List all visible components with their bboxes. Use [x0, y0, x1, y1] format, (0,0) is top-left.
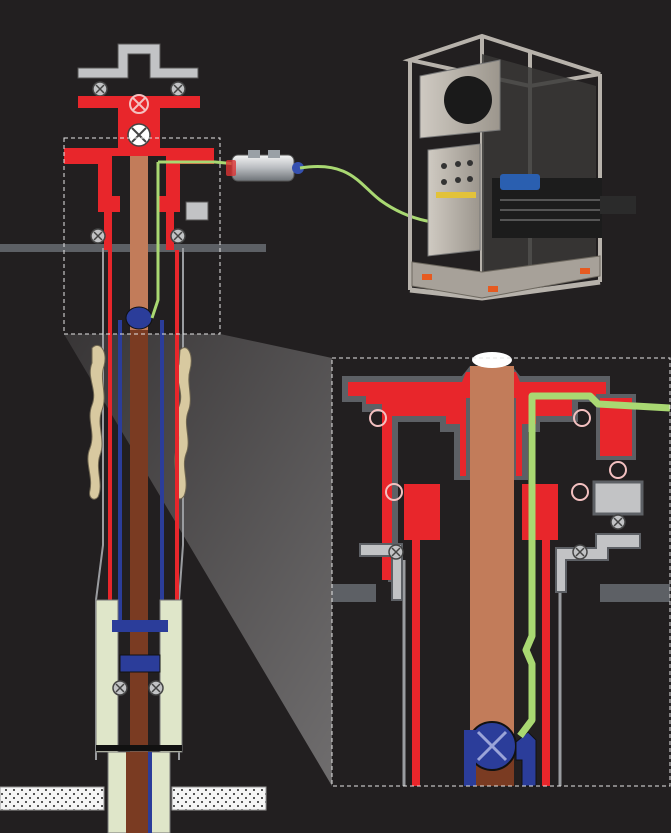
gray-block	[185, 201, 209, 221]
ball-valve-icon	[573, 409, 591, 427]
outer-casing-zoom	[402, 560, 562, 786]
packer-right	[159, 599, 183, 753]
blue-string-tail	[148, 752, 152, 833]
seal-ring	[112, 620, 168, 632]
ball-valve-cross	[131, 127, 147, 143]
seal-valve-icon	[170, 228, 186, 244]
control-unit-skid-icon	[402, 33, 636, 301]
central-rod-lower	[130, 330, 148, 830]
packer-left	[95, 599, 119, 753]
blue-lock-valve	[125, 306, 153, 330]
ball-valve-icon	[571, 483, 589, 501]
ball-valve-icon	[609, 461, 627, 479]
red-tubing-left-wall	[108, 250, 112, 620]
tail-rod	[126, 752, 152, 833]
ball-valve-icon	[369, 409, 387, 427]
gray-block-zoom	[592, 480, 644, 516]
blue-string-left-wall	[118, 320, 122, 620]
x-valve-left	[112, 680, 128, 696]
seal-valve-icon	[388, 544, 404, 560]
central-rod-zoom	[470, 366, 514, 786]
packer-base	[96, 745, 182, 751]
red-tubing-right-wall	[175, 250, 179, 620]
blue-string-right-wall	[160, 320, 164, 620]
ball-valve-cross	[132, 97, 146, 111]
seal-valve-icon	[610, 514, 626, 530]
central-rod-upper	[130, 140, 148, 330]
gray-shell-zoom	[342, 366, 610, 582]
zoom-detail-box	[331, 357, 671, 787]
ground-line-zoom-right	[600, 584, 670, 602]
x-valve-right	[148, 680, 164, 696]
well-string-left	[0, 140, 267, 833]
wellhead-frame-top	[77, 43, 199, 79]
seal-valve-icon	[572, 544, 588, 560]
red-hanger-zoom	[404, 484, 558, 786]
fiber-optic-canister-icon	[226, 150, 304, 182]
wellhead-left	[64, 43, 301, 330]
control-line-zoom	[517, 392, 671, 739]
wellhead-valve-icon	[170, 81, 186, 97]
ball-valve-icon	[472, 352, 512, 368]
blue-lock-base	[464, 730, 476, 786]
formation-left	[87, 344, 106, 500]
zoom-source-box	[63, 137, 221, 335]
check-valve-lower	[119, 654, 161, 673]
wellhead-valve-icon	[92, 81, 108, 97]
ball-valve-icon	[385, 483, 403, 501]
ground-strip	[0, 786, 267, 811]
zoom-detail	[332, 352, 671, 787]
seal-valve-icon	[90, 228, 106, 244]
ground-line-zoom-left	[332, 584, 376, 602]
blue-lock-cross	[476, 730, 508, 762]
